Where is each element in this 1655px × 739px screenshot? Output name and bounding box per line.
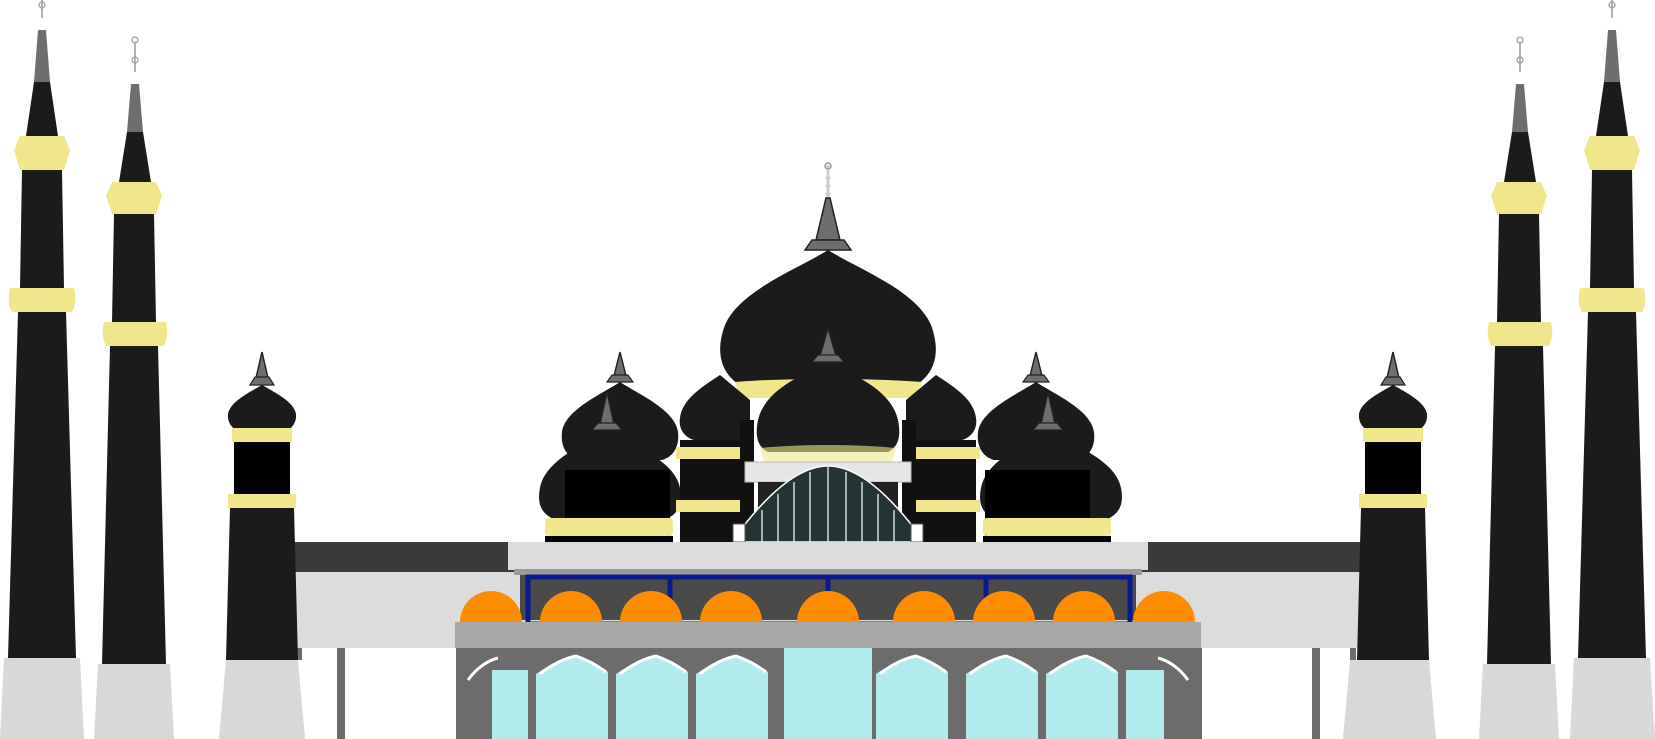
minaret-inner-left [94, 36, 174, 739]
central-lower-dome [732, 325, 924, 543]
central-spire-icon [815, 197, 841, 241]
stilts [296, 648, 1356, 739]
right-dome-cluster [902, 351, 1122, 542]
onion-dome-icon [720, 250, 936, 385]
minaret-far-left [0, 0, 84, 739]
small-tower-left [219, 351, 305, 739]
minaret-inner-right [1479, 36, 1559, 739]
central-terrace [455, 542, 1202, 739]
minaret-far-right [1570, 0, 1655, 739]
left-dome-cluster [539, 351, 754, 542]
crescent-finial-icon [38, 1, 1616, 64]
small-tower-right [1343, 351, 1436, 739]
minaret-icon [34, 30, 50, 82]
